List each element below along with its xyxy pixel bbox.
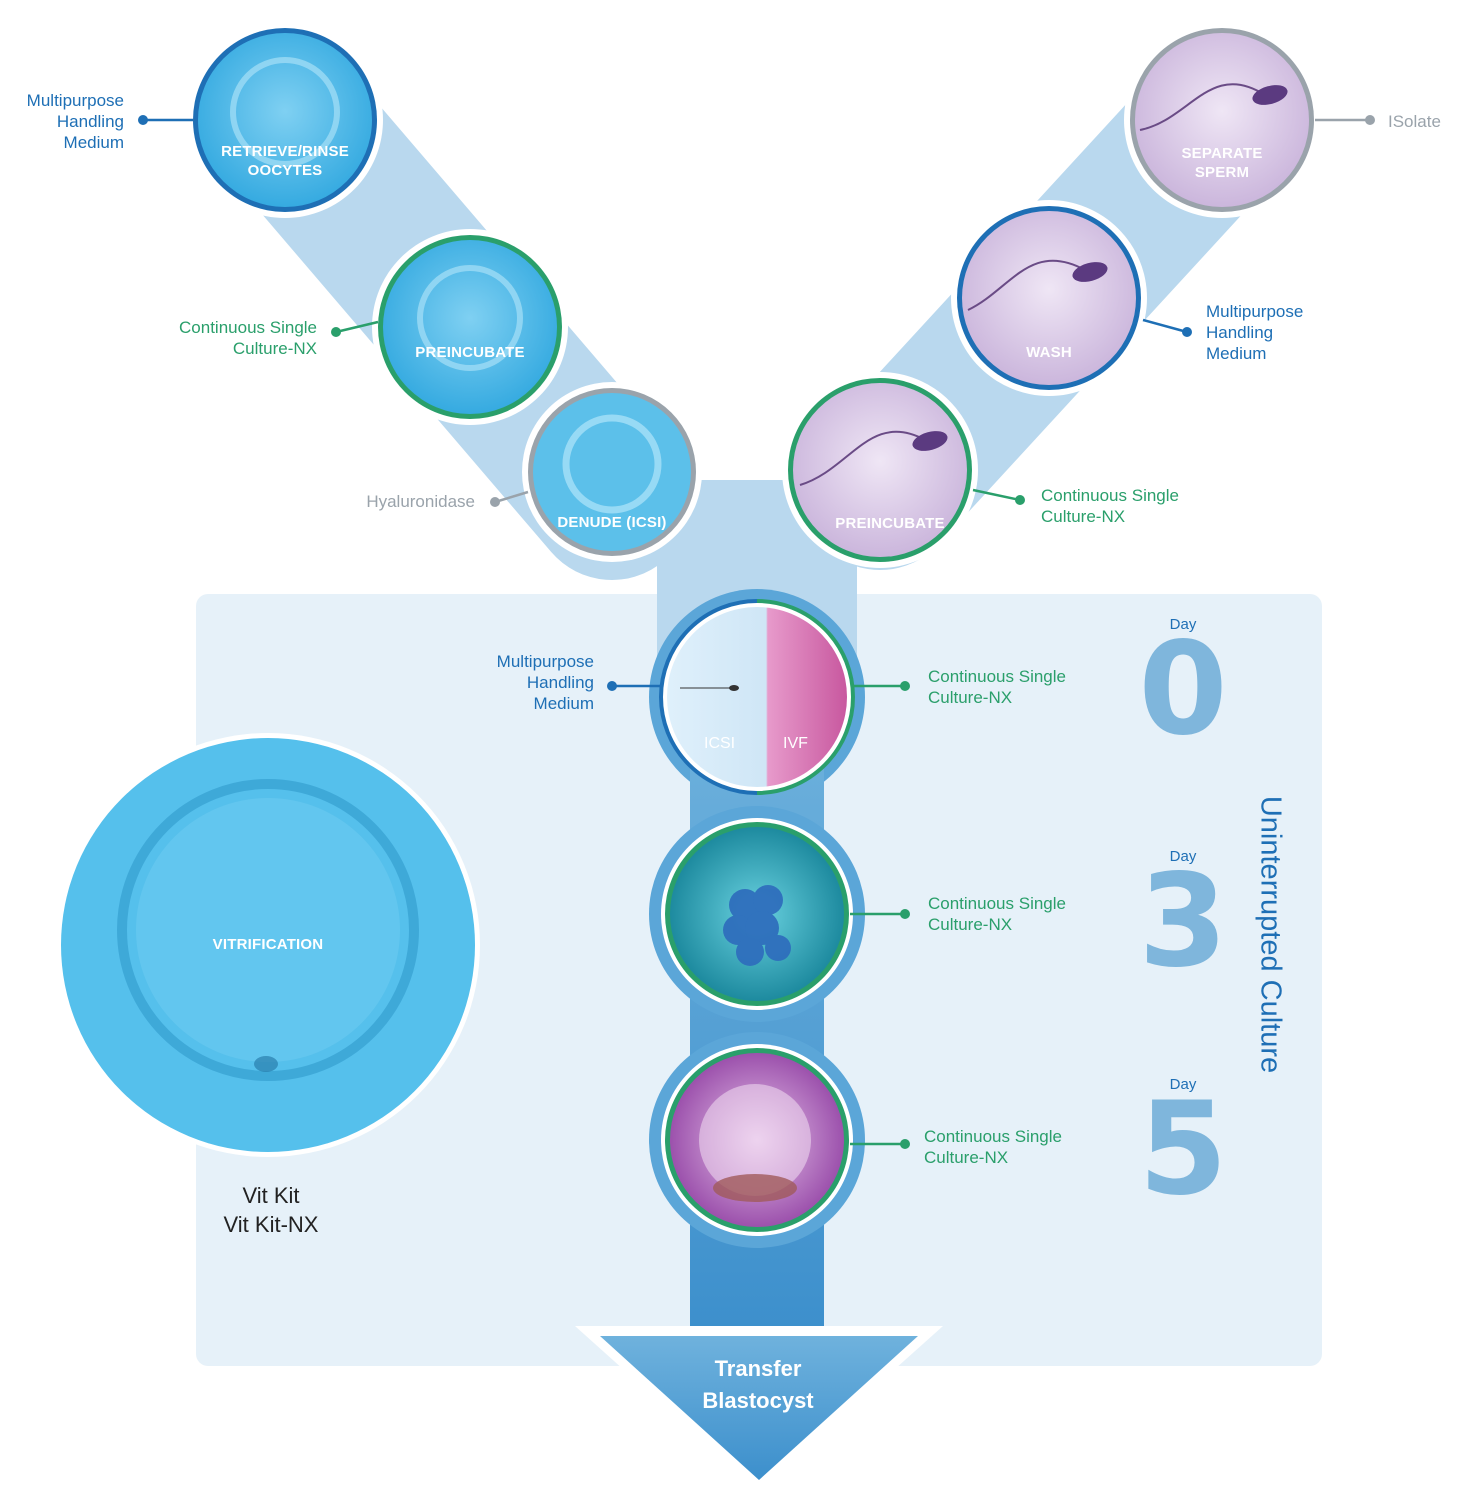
label-icsi: ICSI: [704, 735, 736, 752]
day5-number: 5: [1138, 1075, 1228, 1224]
stage-preincubate-oocyte: PREINCUBATE: [415, 344, 525, 361]
label-ivf: IVF: [783, 735, 808, 752]
day0-label: Day: [1169, 616, 1197, 633]
media-continuous-single-culture-left: Continuous Single Culture-NX: [179, 318, 317, 358]
transfer-blastocyst-label: Transfer Blastocyst: [702, 1356, 814, 1413]
separate-sperm-image: [1135, 33, 1309, 207]
day3-number: 3: [1138, 847, 1228, 996]
media-isolate: ISolate: [1388, 112, 1441, 131]
arrow-head: [600, 1336, 918, 1480]
stage-preincubate-sperm: PREINCUBATE: [835, 515, 945, 532]
denude-oocyte-image: [533, 393, 691, 551]
stage-separate-sperm: SEPARATE SPERM: [1181, 145, 1263, 181]
stage-vitrification: VITRIFICATION: [212, 936, 324, 953]
stage-retrieve-rinse-oocytes: RETRIEVE/RINSE OOCYTES: [221, 143, 349, 179]
media-continuous-single-culture-right: Continuous Single Culture-NX: [1041, 486, 1179, 526]
day3-label: Day: [1169, 848, 1197, 865]
media-multipurpose-handling-right: Multipurpose Handling Medium: [1206, 302, 1304, 363]
retrieve-oocyte-image: [198, 33, 372, 207]
wash-sperm-image: [962, 211, 1136, 385]
stage-wash: WASH: [1026, 344, 1072, 361]
uninterrupted-culture-label: Uninterrupted Culture: [1254, 795, 1287, 1074]
media-hyaluronidase: Hyaluronidase: [366, 492, 475, 511]
preincubate-sperm-image: [793, 383, 967, 557]
media-continuous-single-culture-day0: Continuous Single Culture-NX: [928, 667, 1066, 707]
day0-number: 0: [1138, 615, 1228, 764]
media-continuous-single-culture-day3: Continuous Single Culture-NX: [928, 894, 1066, 934]
vit-kit-label: Vit Kit Vit Kit-NX: [223, 1183, 319, 1237]
stage-denude-icsi: DENUDE (ICSI): [557, 514, 667, 531]
fertilization-image: [667, 607, 847, 787]
media-multipurpose-handling-day0: Multipurpose Handling Medium: [496, 652, 594, 713]
media-multipurpose-handling-top-left: Multipurpose Handling Medium: [26, 91, 124, 152]
day5-label: Day: [1169, 1076, 1197, 1093]
media-continuous-single-culture-day5: Continuous Single Culture-NX: [924, 1127, 1062, 1167]
preincubate-oocyte-image: [383, 240, 557, 414]
